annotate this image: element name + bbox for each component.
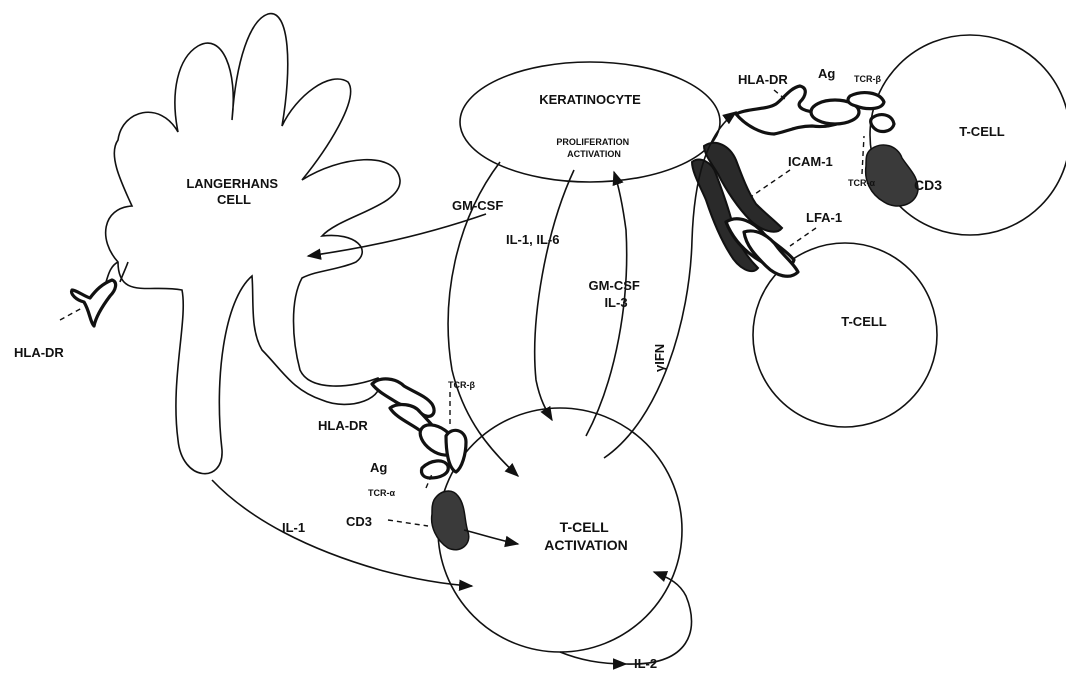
label-gmcsf-il3: GM-CSF IL-3 xyxy=(589,278,644,310)
arrow-autocrine-loop xyxy=(626,572,692,664)
arrow-il1 xyxy=(212,480,472,586)
label-ag-center: Ag xyxy=(370,460,387,475)
label-il1-il6: IL-1, IL-6 xyxy=(506,232,559,247)
leader-hla-dr-left xyxy=(60,308,82,320)
label-ag-right: Ag xyxy=(818,66,835,81)
label-cd3-center: CD3 xyxy=(346,514,372,529)
hla-dr-left-molecule xyxy=(72,280,116,326)
leader-tcr-alpha-right xyxy=(862,136,864,174)
leader-icam1 xyxy=(752,170,790,196)
label-il2: IL-2 xyxy=(634,656,657,671)
arrow-il1-il6 xyxy=(535,170,574,420)
label-tcr-beta-center: TCR-β xyxy=(448,380,475,390)
label-keratinocyte-note: PROLIFERATION ACTIVATION xyxy=(556,137,631,159)
label-il1: IL-1 xyxy=(282,520,305,535)
label-yifn: γIFN xyxy=(652,344,667,372)
label-tcell-lower: T-CELL xyxy=(841,314,887,329)
label-langerhans: LANGERHANS CELL xyxy=(186,176,281,207)
arrow-il2 xyxy=(560,652,626,664)
leader-lfa1 xyxy=(790,228,816,246)
label-hla-dr-left: HLA-DR xyxy=(14,345,64,360)
right-receptor-complex xyxy=(736,86,918,206)
label-lfa1: LFA-1 xyxy=(806,210,842,225)
langerhans-process xyxy=(106,262,128,282)
arrow-cd3-to-activation xyxy=(464,530,518,544)
label-gmcsf-to-lc: GM-CSF xyxy=(452,198,503,213)
label-tcr-alpha-center: TCR-α xyxy=(368,488,395,498)
label-tcell-activation: T-CELL ACTIVATION xyxy=(544,519,627,553)
langerhans-cell xyxy=(106,14,400,474)
label-icam1: ICAM-1 xyxy=(788,154,833,169)
label-hla-dr-right: HLA-DR xyxy=(738,72,788,87)
label-tcr-alpha-right: TCR-α xyxy=(848,178,875,188)
icam-lfa-complex xyxy=(692,143,798,276)
label-hla-dr-center: HLA-DR xyxy=(318,418,368,433)
label-tcell-upper: T-CELL xyxy=(959,124,1005,139)
label-cd3-right: CD3 xyxy=(914,177,942,193)
label-keratinocyte: KERATINOCYTE xyxy=(539,92,641,107)
label-tcr-beta-right: TCR-β xyxy=(854,74,881,84)
leader-cd3-center xyxy=(388,520,428,526)
